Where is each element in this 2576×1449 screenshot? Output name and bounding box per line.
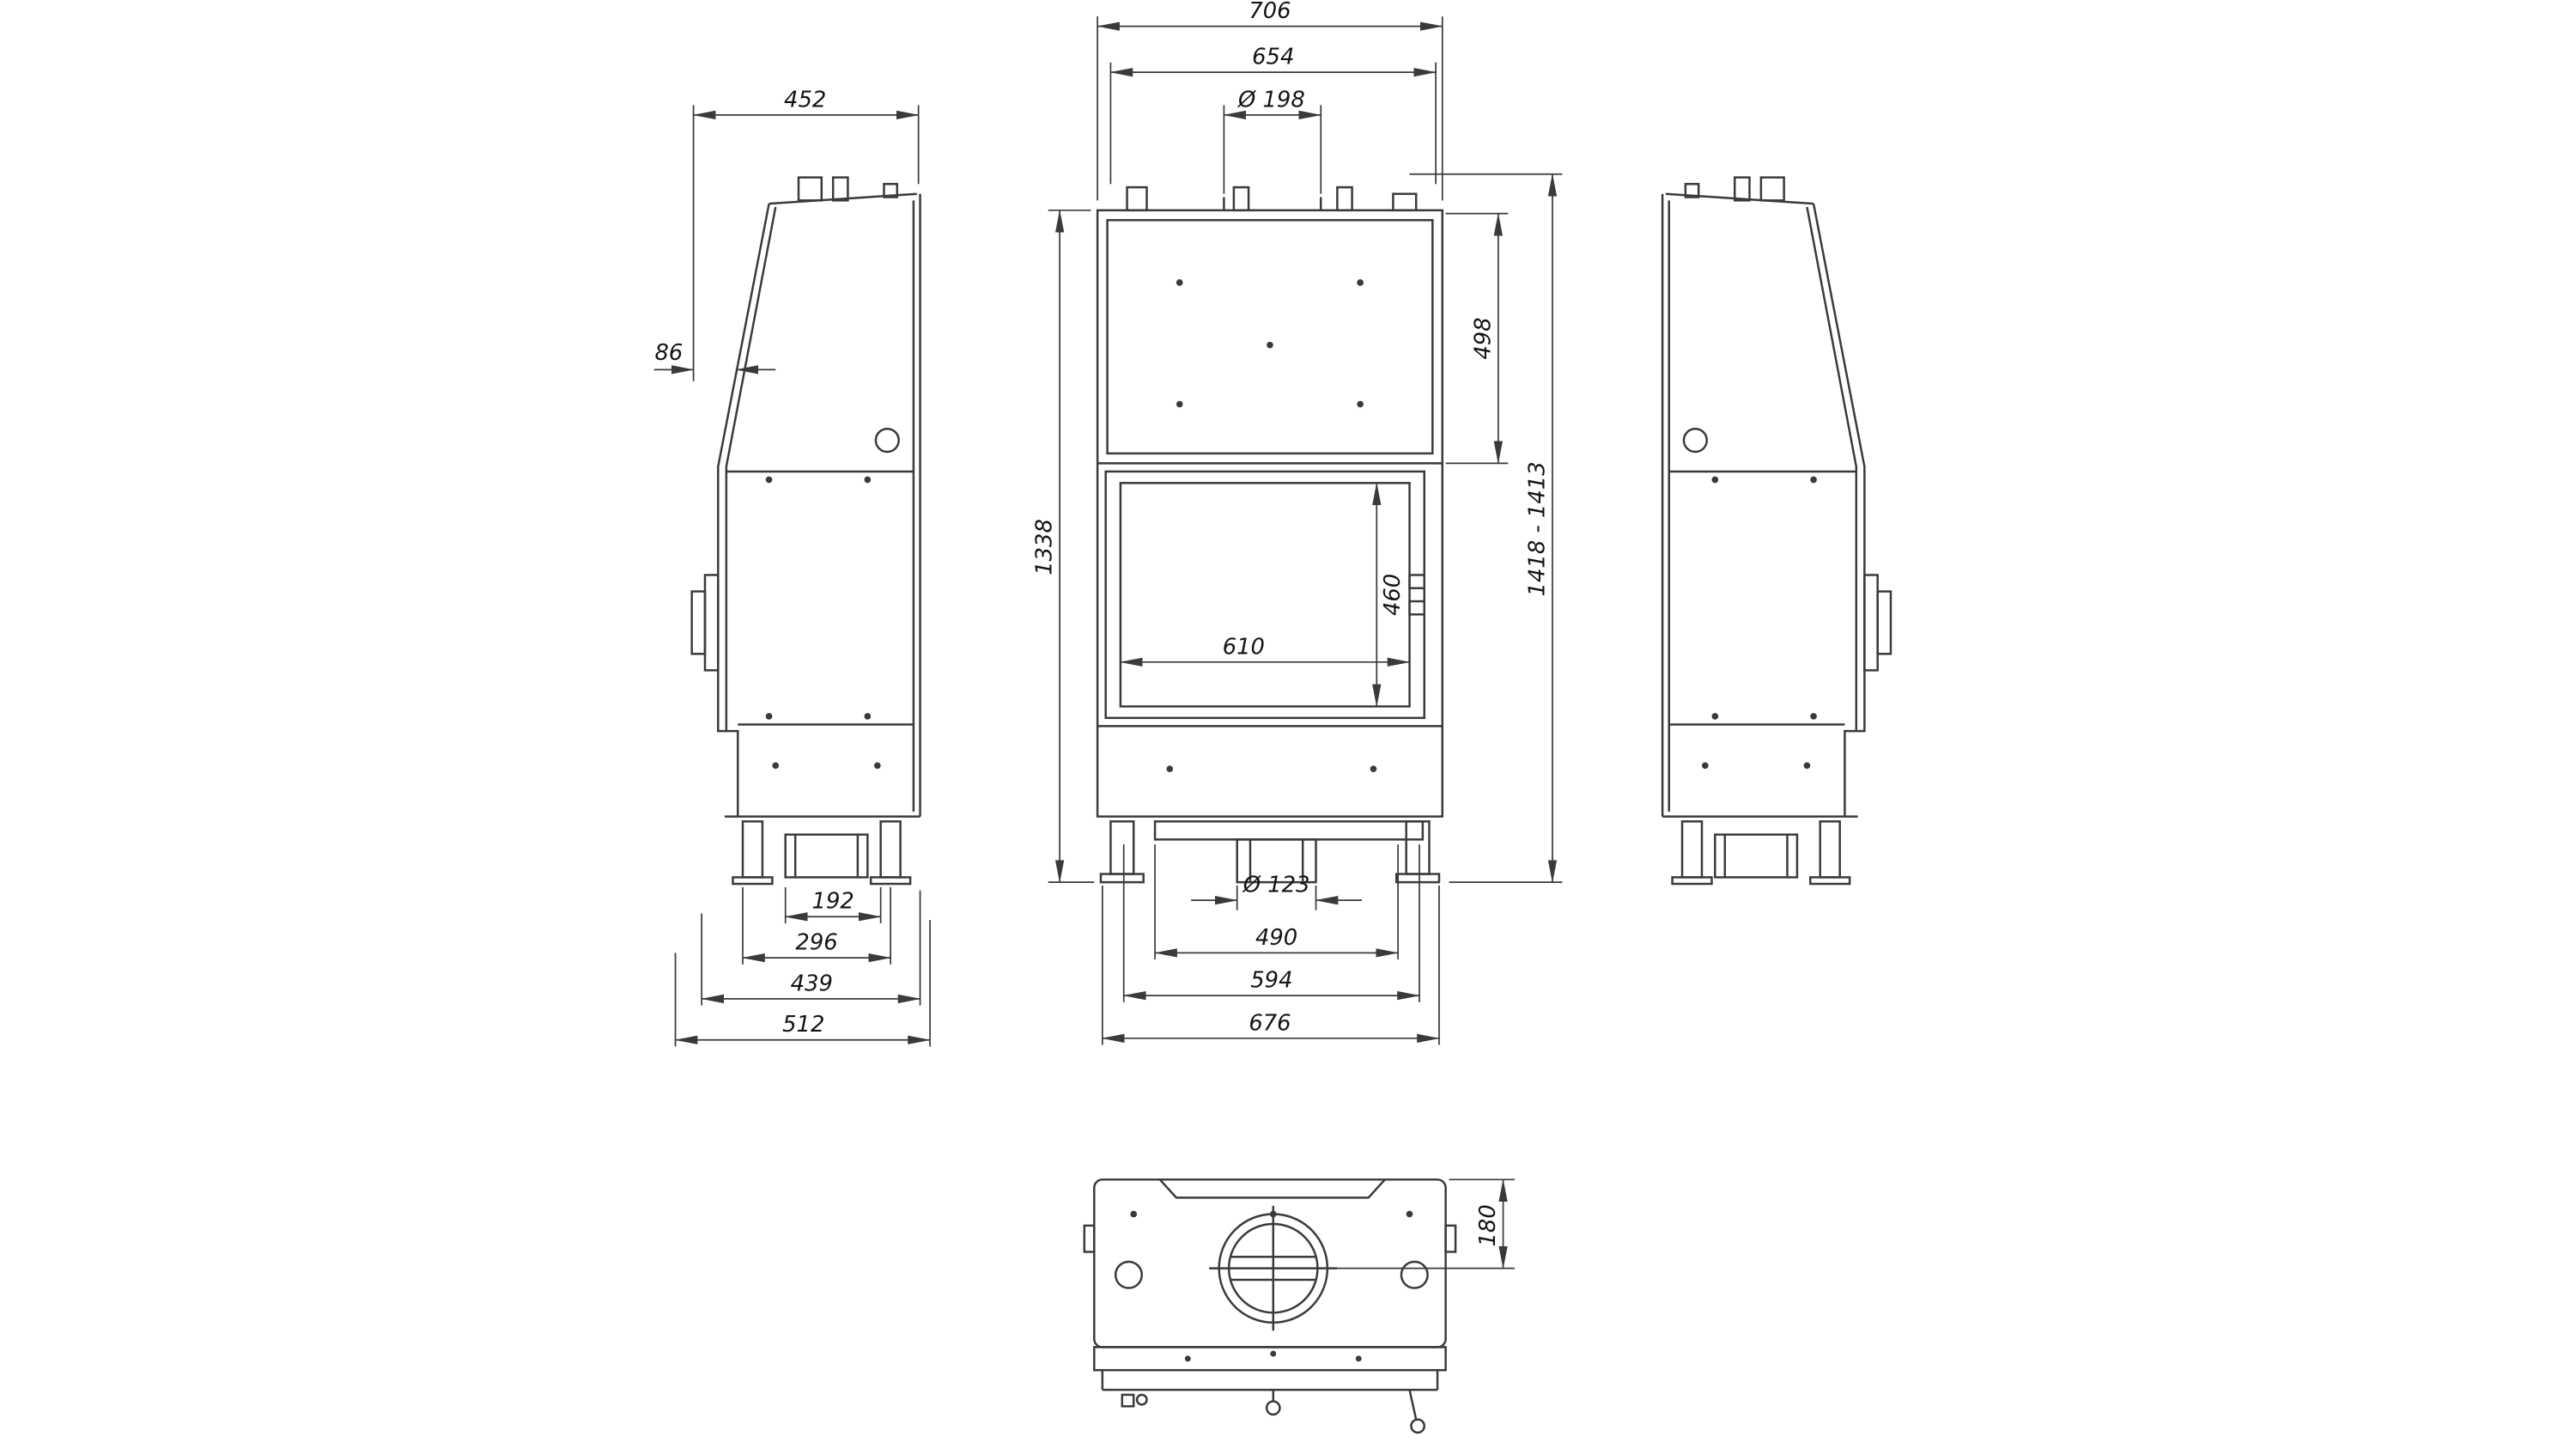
dim-hood-height: 498 bbox=[1445, 212, 1509, 465]
side-port bbox=[1400, 1260, 1429, 1289]
leg bbox=[1680, 820, 1704, 879]
dim-label: 86 bbox=[654, 340, 683, 366]
dim-label: Ø 198 bbox=[1237, 87, 1305, 113]
side-port bbox=[1114, 1260, 1144, 1289]
dim-overall-height-range: 1418 - 1413 bbox=[1409, 173, 1563, 884]
side-hole bbox=[874, 427, 900, 454]
dim-glass-height: 460 bbox=[1366, 482, 1406, 708]
left-side-view bbox=[690, 176, 921, 886]
dim-flue-center-depth: 180 bbox=[1337, 1178, 1515, 1269]
dim-side-overall-depth: 512 bbox=[674, 920, 931, 1047]
dim-front-inner-width: 654 bbox=[1109, 45, 1437, 185]
dim-label: 460 bbox=[1380, 574, 1406, 616]
dim-label: 706 bbox=[1249, 0, 1291, 24]
dim-flue-top-diameter: Ø 198 bbox=[1223, 87, 1322, 194]
bottom-flue-duct bbox=[1236, 838, 1317, 884]
door-handle-side bbox=[703, 574, 720, 672]
dim-label: 512 bbox=[782, 1012, 824, 1038]
dim-side-top-depth: 452 bbox=[692, 87, 920, 381]
dim-label: 452 bbox=[784, 87, 826, 113]
dim-label: 296 bbox=[795, 930, 837, 956]
dim-bottom-width-inner: 490 bbox=[1154, 844, 1400, 960]
dim-label: 610 bbox=[1223, 634, 1265, 660]
dim-label: 676 bbox=[1249, 1010, 1291, 1036]
dim-bottom-width-mid: 594 bbox=[1122, 844, 1420, 1002]
dim-label: 498 bbox=[1470, 317, 1496, 359]
dim-label: 439 bbox=[791, 971, 833, 996]
leg bbox=[1405, 820, 1431, 875]
dim-label: 1418 - 1413 bbox=[1524, 461, 1550, 596]
front-view bbox=[1096, 186, 1444, 884]
dim-label: 1338 bbox=[1032, 519, 1058, 575]
dim-front-body-height: 1338 bbox=[1032, 209, 1095, 884]
dim-label: 180 bbox=[1475, 1204, 1501, 1246]
glass-pane bbox=[1119, 482, 1411, 708]
dim-foot-spacing-outer: 296 bbox=[742, 886, 892, 965]
dim-label: 490 bbox=[1255, 925, 1297, 951]
dim-front-overall-width: 706 bbox=[1097, 0, 1443, 201]
bottom-view bbox=[1083, 1178, 1457, 1434]
dim-label: 192 bbox=[812, 889, 854, 915]
door-latch bbox=[1408, 574, 1425, 589]
dim-foot-spacing-inner: 192 bbox=[784, 886, 882, 923]
leg bbox=[1109, 820, 1135, 875]
dim-label: 654 bbox=[1252, 45, 1294, 70]
dim-label: Ø 123 bbox=[1242, 873, 1310, 898]
side-hole bbox=[1682, 427, 1708, 454]
door-handle-side bbox=[1863, 574, 1879, 672]
dim-flue-bottom-diameter: Ø 123 bbox=[1191, 873, 1363, 910]
dim-label: 594 bbox=[1250, 968, 1292, 994]
dim-bottom-width-outer: 676 bbox=[1101, 885, 1440, 1045]
leg bbox=[1819, 820, 1841, 879]
dim-side-top-offset: 86 bbox=[653, 340, 776, 374]
dim-glass-width: 610 bbox=[1119, 634, 1411, 667]
door-frame bbox=[1104, 470, 1425, 720]
leg bbox=[741, 820, 764, 879]
right-side-view bbox=[1661, 176, 1893, 886]
hood-panel bbox=[1106, 219, 1434, 455]
dim-side-base-depth: 439 bbox=[701, 890, 921, 1006]
leg bbox=[879, 820, 902, 879]
